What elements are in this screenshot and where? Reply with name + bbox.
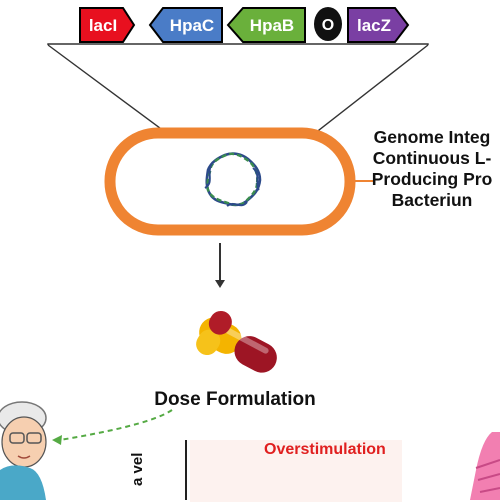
capsule-back	[196, 310, 232, 356]
dna-plasmid	[204, 152, 262, 207]
overstimulation-label: Overstimulation	[264, 441, 386, 458]
dna-strand-b	[206, 152, 259, 206]
patient-body	[0, 465, 46, 500]
gene-lacz-label: lacZ	[357, 16, 391, 35]
callout-line-1: Genome Integ	[373, 127, 491, 147]
dose-formulation-label: Dose Formulation	[154, 389, 316, 410]
overstimulation-zone	[190, 440, 402, 502]
patient-glasses-left	[9, 432, 25, 444]
gene-cassette: lacI HpaC HpaB O lacZ	[79, 7, 410, 43]
callout-line-2: Continuous L-	[372, 148, 492, 168]
callout-line-3: Producing Pro	[371, 169, 493, 189]
patient-glasses-right	[26, 432, 42, 444]
gene-hpab-arrow	[226, 7, 306, 43]
second-figure	[470, 432, 500, 500]
gene-hpac-label: HpaC	[170, 16, 214, 35]
gene-lacz-arrow	[347, 7, 410, 43]
patient-mouth	[17, 455, 31, 459]
capsule-back-red-half	[208, 310, 232, 335]
bacterium-cell	[104, 127, 356, 236]
callout-line-4: Bacteriun	[391, 190, 473, 210]
zoom-bracket	[47, 43, 429, 45]
capsule-front-red-half	[234, 336, 277, 373]
gene-hpac-arrow	[148, 7, 223, 43]
gene-laci-arrow	[79, 7, 136, 43]
gene-hpab-label: HpaB	[250, 16, 294, 35]
patient-figure	[0, 401, 47, 500]
flow-arrow-head	[215, 280, 225, 288]
genome-integration-callout: Genome Integ Continuous L- Producing Pro…	[352, 127, 500, 211]
feedback-arrow-head	[52, 435, 62, 445]
feedback-arrow	[59, 409, 173, 441]
operator-circle	[314, 7, 342, 41]
flow-arrow-down	[215, 243, 225, 288]
dna-strand-c	[204, 161, 260, 207]
chart-y-axis-label: a vel	[129, 452, 146, 486]
second-figure-stripes	[475, 459, 500, 493]
capsule-back-yellow-half	[196, 329, 221, 356]
gene-laci-label: lacI	[89, 16, 117, 35]
operator-label: O	[322, 17, 334, 34]
